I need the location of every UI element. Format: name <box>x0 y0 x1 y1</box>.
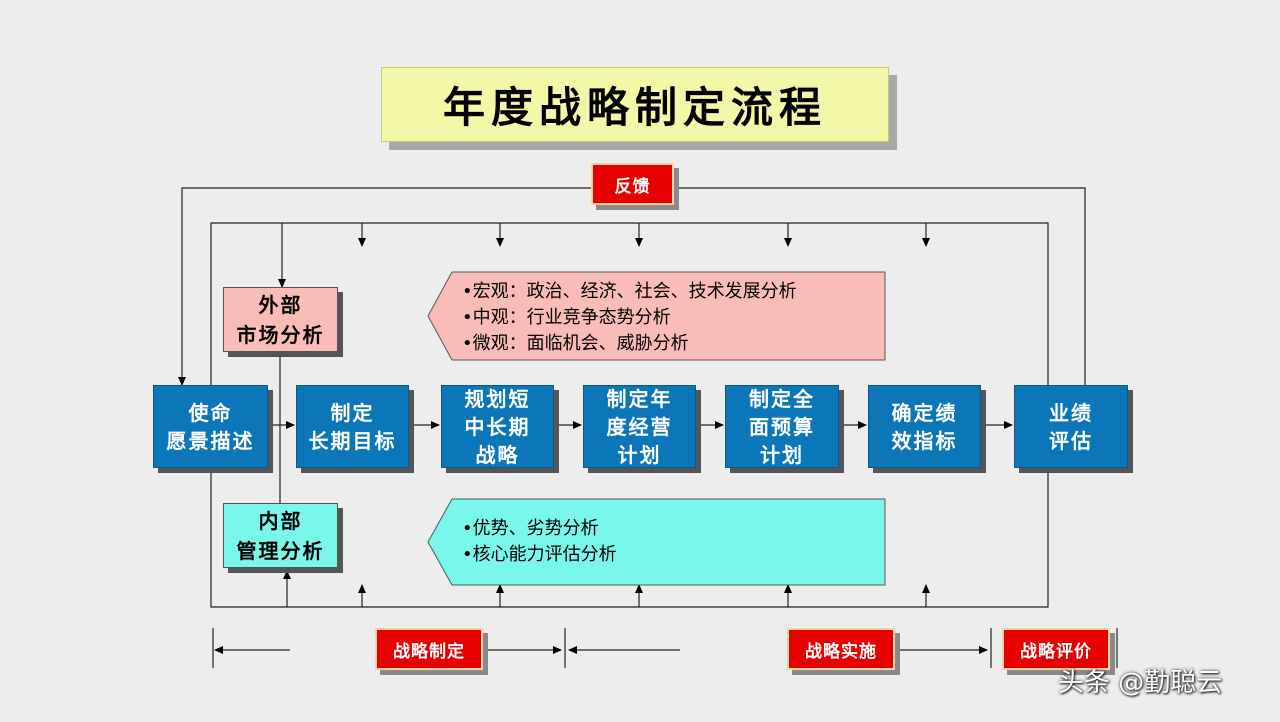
step-performance-evaluation: 业绩 评估 <box>1014 385 1128 468</box>
step-mission-vision: 使命 愿景描述 <box>153 385 268 468</box>
note-core-competence: •核心能力评估分析 <box>462 544 617 565</box>
watermark: 头条 @勤聪云 <box>1058 668 1223 698</box>
step-performance-indicators: 确定绩 效指标 <box>868 385 981 468</box>
phase-strategy-formulation: 战略制定 <box>375 628 483 670</box>
external-analysis-box: 外部 市场分析 <box>223 287 338 352</box>
external-notes: •宏观：政治、经济、社会、技术发展分析 •中观：行业竞争态势分析 •微观：面临机… <box>462 279 797 357</box>
note-meso: •中观：行业竞争态势分析 <box>462 307 671 328</box>
external-notes-callout <box>427 271 886 361</box>
top-rail-line <box>210 222 1049 385</box>
note-strengths: •优势、劣势分析 <box>462 518 599 539</box>
internal-notes: •优势、劣势分析 •核心能力评估分析 <box>462 516 617 568</box>
step-long-term-goals: 制定 长期目标 <box>296 385 409 468</box>
step-annual-operating-plan: 制定年 度经营 计划 <box>583 385 696 468</box>
internal-notes-callout <box>427 498 886 586</box>
internal-analysis-box: 内部 管理分析 <box>223 503 338 568</box>
step-strategy-planning: 规划短 中长期 战略 <box>441 385 554 468</box>
step-comprehensive-budget: 制定全 面预算 计划 <box>725 385 839 468</box>
page-title: 年度战略制定流程 <box>381 67 889 142</box>
phase-strategy-evaluation: 战略评价 <box>1002 628 1110 670</box>
feedback-label: 反馈 <box>591 163 674 205</box>
phase-strategy-implementation: 战略实施 <box>787 628 895 670</box>
bottom-rail-line <box>210 468 1049 608</box>
note-micro: •微观：面临机会、威胁分析 <box>462 333 689 354</box>
note-macro: •宏观：政治、经济、社会、技术发展分析 <box>462 281 797 302</box>
